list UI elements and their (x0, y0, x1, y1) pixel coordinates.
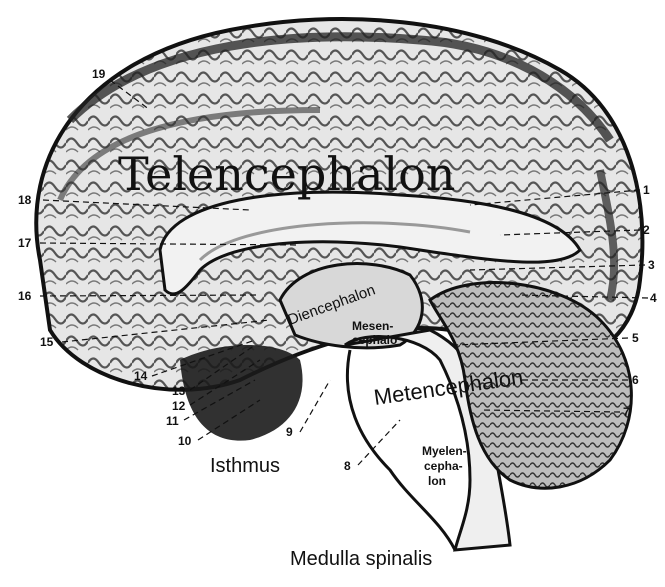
number-13: 13 (172, 384, 186, 398)
number-14: 14 (134, 369, 148, 383)
number-17: 17 (18, 236, 32, 250)
myelencephalon-label-line1: Myelen- (422, 444, 467, 458)
myelencephalon-label-line2: cepha- (424, 459, 463, 473)
number-2: 2 (643, 223, 650, 237)
telencephalon-label: Telencephalon (118, 147, 455, 201)
number-16: 16 (18, 289, 32, 303)
number-9: 9 (286, 425, 293, 439)
number-5: 5 (632, 331, 639, 345)
isthmus-label: Isthmus (210, 455, 280, 478)
number-12: 12 (172, 399, 186, 413)
number-8: 8 (344, 459, 351, 473)
number-19: 19 (92, 67, 106, 81)
number-10: 10 (178, 434, 192, 448)
mesencephalon-label-line2: cephalo (352, 333, 397, 347)
number-18: 18 (18, 193, 32, 207)
number-4: 4 (650, 291, 657, 305)
medulla-spinalis-label: Medulla spinalis (290, 548, 432, 571)
number-3: 3 (648, 258, 655, 272)
mesencephalon-label-line1: Mesen- (352, 319, 393, 333)
number-6: 6 (632, 373, 639, 387)
number-7: 7 (623, 405, 630, 419)
number-1: 1 (643, 183, 650, 197)
number-11: 11 (166, 414, 179, 428)
myelencephalon-label-line3: lon (428, 474, 446, 488)
number-15: 15 (40, 335, 54, 349)
